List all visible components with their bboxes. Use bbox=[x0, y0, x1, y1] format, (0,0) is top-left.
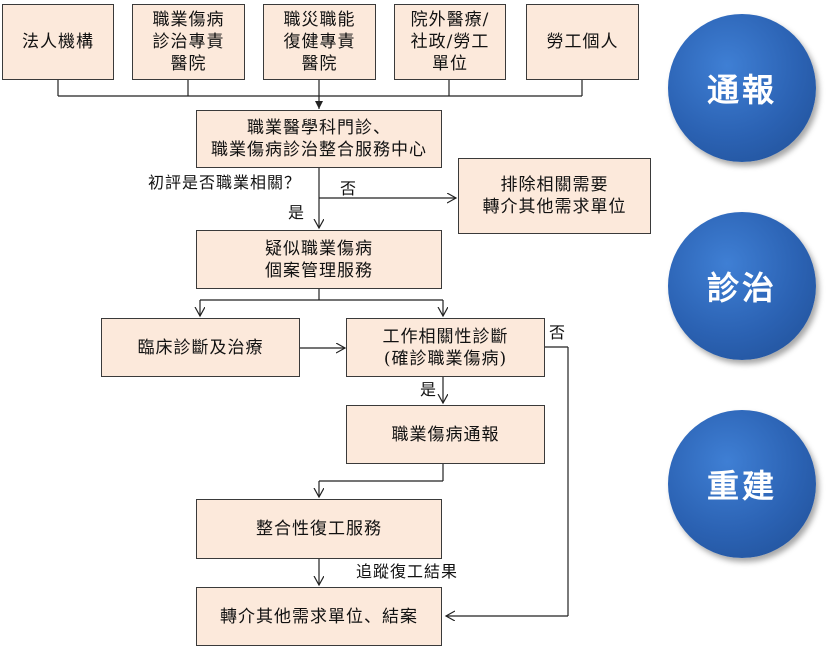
source-individual-worker: 勞工個人 bbox=[526, 4, 639, 80]
work-relatedness-yes-label: 是 bbox=[420, 380, 438, 399]
source-external-units: 院外醫療/ 社政/勞工 單位 bbox=[394, 4, 506, 80]
stage-treat-circle: 診治 bbox=[668, 212, 816, 360]
work-relatedness-box: 工作相關性診斷 (確診職業傷病) bbox=[346, 318, 545, 377]
track-result-label: 追蹤復工結果 bbox=[356, 562, 459, 581]
exclude-referral-box: 排除相關需要 轉介其他需求單位 bbox=[458, 158, 651, 234]
stage-rebuild-label: 重建 bbox=[706, 467, 777, 505]
assessment-yes-label: 是 bbox=[288, 203, 306, 222]
return-to-work-box: 整合性復工服務 bbox=[196, 499, 442, 559]
initial-assessment-question: 初評是否職業相關？ bbox=[148, 173, 302, 192]
stage-treat-label: 診治 bbox=[706, 269, 777, 307]
stage-report-circle: 通報 bbox=[668, 14, 816, 162]
work-relatedness-no-label: 否 bbox=[549, 323, 567, 342]
occupational-medicine-center: 職業醫學科門診、 職業傷病診治整合服務中心 bbox=[196, 110, 442, 168]
case-management-box: 疑似職業傷病 個案管理服務 bbox=[196, 230, 442, 289]
occupational-injury-report-box: 職業傷病通報 bbox=[346, 405, 545, 464]
referral-close-box: 轉介其他需求單位、結案 bbox=[196, 587, 442, 646]
source-diagnosis-hospital: 職業傷病 診治專責 醫院 bbox=[132, 4, 245, 80]
source-rehab-hospital: 職災職能 復健專責 醫院 bbox=[263, 4, 376, 80]
clinical-diagnosis-box: 臨床診斷及治療 bbox=[101, 318, 300, 377]
stage-rebuild-circle: 重建 bbox=[668, 410, 816, 558]
assessment-no-label: 否 bbox=[340, 179, 358, 198]
source-legal-entity: 法人機構 bbox=[2, 4, 114, 80]
stage-report-label: 通報 bbox=[706, 71, 777, 109]
